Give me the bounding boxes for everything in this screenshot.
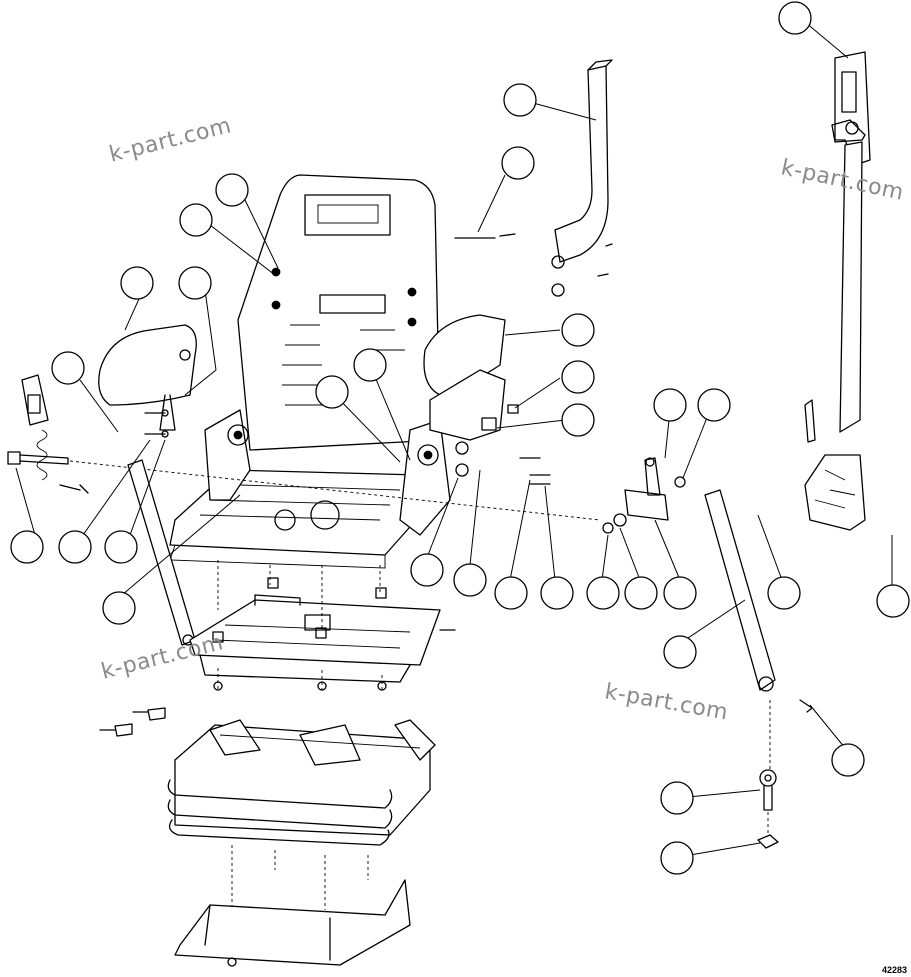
long-pivot-bolt — [7, 451, 601, 521]
callout-balloon — [104, 530, 138, 564]
callout-balloon — [831, 743, 865, 777]
callout-balloon — [663, 635, 697, 669]
seat-belt-retractor — [804, 51, 871, 531]
belt-bracket — [602, 457, 686, 534]
callout-balloon — [179, 203, 213, 237]
small-spacers — [212, 577, 387, 691]
seat-cushion-frame — [169, 469, 426, 569]
leader-lines — [15, 21, 893, 856]
anchor-eye-bolt — [757, 700, 779, 849]
callout-balloon — [353, 348, 387, 382]
callout-balloon — [767, 576, 801, 610]
callout-balloon — [315, 375, 349, 409]
callout-balloon — [561, 403, 595, 437]
callout-balloon — [653, 388, 687, 422]
right-armrest — [423, 314, 506, 441]
callout-balloon — [51, 351, 85, 385]
callout-balloon — [120, 266, 154, 300]
callout-balloon — [215, 173, 249, 207]
callout-balloon — [503, 83, 537, 117]
fastener-group — [144, 233, 551, 485]
callout-balloon — [102, 591, 136, 625]
callout-balloon — [540, 576, 574, 610]
callout-balloon — [876, 584, 910, 618]
callout-balloon — [660, 781, 694, 815]
armrest-support-tube — [551, 59, 613, 297]
seat-suspension — [167, 719, 436, 846]
clip-parts — [99, 707, 166, 737]
left-armrest — [98, 324, 197, 431]
callout-balloon — [561, 313, 595, 347]
callout-balloon — [586, 576, 620, 610]
left-recliner-plate — [204, 409, 251, 501]
seat-back-frame — [237, 174, 441, 451]
figure-number: 42283 — [881, 965, 907, 975]
callout-balloon — [660, 841, 694, 875]
callout-balloon — [663, 576, 697, 610]
callout-balloons — [10, 1, 910, 875]
callout-balloon — [624, 576, 658, 610]
seat-base-frame — [174, 879, 411, 967]
callout-balloon — [778, 1, 812, 35]
callout-balloon — [178, 266, 212, 300]
callout-balloon — [561, 360, 595, 394]
slide-rail-plate — [189, 594, 456, 683]
callout-balloon — [501, 146, 535, 180]
callout-balloon — [10, 530, 44, 564]
callout-balloon — [494, 576, 528, 610]
seat-belt-buckle-strap — [704, 489, 813, 713]
left-support-link — [127, 459, 196, 646]
callout-balloon — [453, 563, 487, 597]
callout-balloon — [58, 530, 92, 564]
callout-balloon — [410, 553, 444, 587]
seat-belt-switch-cable — [21, 374, 89, 494]
callout-balloon — [697, 388, 731, 422]
